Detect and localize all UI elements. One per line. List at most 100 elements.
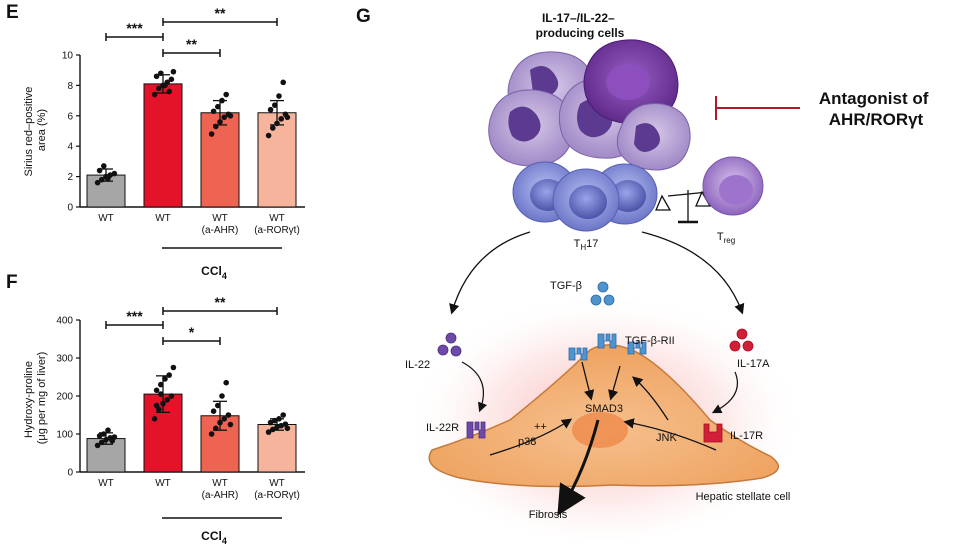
th17-label-sub: H	[580, 243, 586, 252]
arrow-il22-to-receptor	[461, 361, 488, 413]
f-data-point	[276, 416, 282, 422]
e-ytick-label: 10	[62, 51, 74, 62]
f-data-point	[217, 419, 223, 426]
e-data-point	[162, 82, 168, 89]
chart-e-bars	[86, 68, 297, 208]
f-data-point	[158, 391, 164, 397]
chart-f-ylabel-line1: Hydroxy-proline	[23, 361, 35, 438]
f-data-point	[166, 372, 172, 378]
f-data-point	[270, 426, 276, 433]
dark-purple-cell-nucleus	[606, 64, 650, 100]
hsc-nucleus	[572, 412, 628, 448]
arrow-jnk-up	[632, 376, 669, 421]
e-data-point	[111, 170, 118, 177]
e-data-point	[270, 125, 276, 131]
e-sig-label: **	[186, 36, 197, 52]
th17-cells	[512, 161, 658, 232]
il22r-label: IL-22R	[426, 422, 459, 434]
e-data-point	[221, 114, 227, 121]
hsc-label: Hepatic stellate cell	[696, 491, 791, 503]
e-ytick-label: 2	[67, 172, 73, 183]
f-data-point	[219, 393, 225, 399]
f-data-point	[210, 408, 217, 415]
antagonist-line2: AHR/RORγt	[829, 110, 924, 129]
tgfb-label: TGF-β	[550, 280, 582, 292]
f-data-point	[274, 424, 280, 430]
f-data-point	[160, 400, 166, 407]
chart-f-significance: ******	[105, 294, 278, 345]
f-data-point	[94, 442, 101, 449]
il22-ligands	[437, 332, 462, 357]
p38-label: p38	[518, 436, 536, 448]
arrow-receptor-to-smad3-2	[608, 365, 621, 401]
e-ytick-label: 4	[67, 142, 73, 153]
e-data-point	[278, 116, 285, 122]
il22r-receptor	[466, 421, 486, 439]
th17-label-t: T	[574, 238, 581, 250]
f-category-label: WT	[98, 478, 114, 489]
chart-e-group-label: CCl4	[201, 264, 227, 281]
f-ytick-label: 100	[56, 430, 73, 441]
il17a-label: IL-17A	[737, 358, 770, 370]
il17-il22-producing-cells	[488, 39, 691, 171]
e-bar	[143, 83, 183, 208]
th17-label: TH17	[574, 238, 599, 252]
panel-letter-g: G	[356, 6, 371, 27]
il17a-ligands	[729, 328, 754, 352]
e-data-point	[284, 114, 291, 121]
e-data-point	[223, 91, 229, 98]
panel-letter-f: F	[6, 272, 18, 293]
f-sig-label: **	[215, 294, 226, 310]
jnk-label: JNK	[656, 432, 677, 444]
balance-scale-icon	[655, 190, 712, 224]
f-bar	[257, 424, 297, 473]
f-data-point	[215, 402, 221, 409]
producing-cells-label: IL-17–/IL-22– producing cells	[536, 11, 625, 40]
e-data-point	[153, 73, 160, 80]
antagonist-label: Antagonist of AHR/RORγt	[819, 89, 933, 129]
f-data-point	[158, 381, 164, 388]
chart-e-significance: *******	[105, 5, 278, 57]
chart-e-ylabel-line2: area (%)	[36, 109, 48, 151]
e-category-label: WT	[155, 213, 171, 224]
chart-f-group-sub: 4	[222, 536, 227, 546]
antagonist-line1: Antagonist of	[819, 89, 929, 108]
treg-label-t: T	[717, 231, 724, 243]
arrow-to-il17a	[641, 231, 745, 315]
il17r-receptor	[703, 423, 723, 443]
e-data-point	[168, 76, 175, 83]
e-sig-label: **	[215, 5, 226, 21]
chart-e-group-text: CCl	[201, 264, 222, 278]
e-data-point	[219, 97, 225, 104]
e-bar	[257, 112, 297, 208]
chart-f-group-label: CCl4	[201, 529, 227, 546]
treg-label-sub: reg	[724, 236, 736, 245]
tgfb-receptors	[568, 333, 647, 361]
e-data-point	[94, 179, 101, 186]
f-data-point	[151, 416, 158, 422]
f-sig-label: ***	[126, 308, 143, 324]
f-category-label: WT	[212, 478, 228, 489]
e-category-label: (a-RORγt)	[254, 225, 300, 236]
arrow-il17a-to-receptor	[711, 371, 739, 414]
f-data-point	[280, 412, 287, 418]
producing-cells-line1: IL-17–/IL-22–	[542, 11, 615, 25]
il22-label: IL-22	[405, 359, 430, 371]
plusplus-label: ++	[534, 421, 547, 433]
e-bar	[200, 112, 240, 208]
f-data-point	[164, 397, 170, 403]
f-data-point	[105, 427, 111, 434]
f-data-point	[265, 429, 272, 435]
arrow-to-il22	[449, 231, 531, 315]
e-data-point	[280, 79, 287, 86]
f-data-point	[153, 402, 160, 409]
f-category-label: (a-RORγt)	[254, 490, 300, 501]
f-data-point	[284, 425, 291, 432]
diagram-g: IL-17–/IL-22– producing cells Antagonist…	[405, 11, 933, 540]
tgfb-ligands	[590, 281, 615, 306]
tgfbrii-label: TGF-β-RII	[625, 335, 675, 347]
e-data-point	[267, 106, 274, 113]
